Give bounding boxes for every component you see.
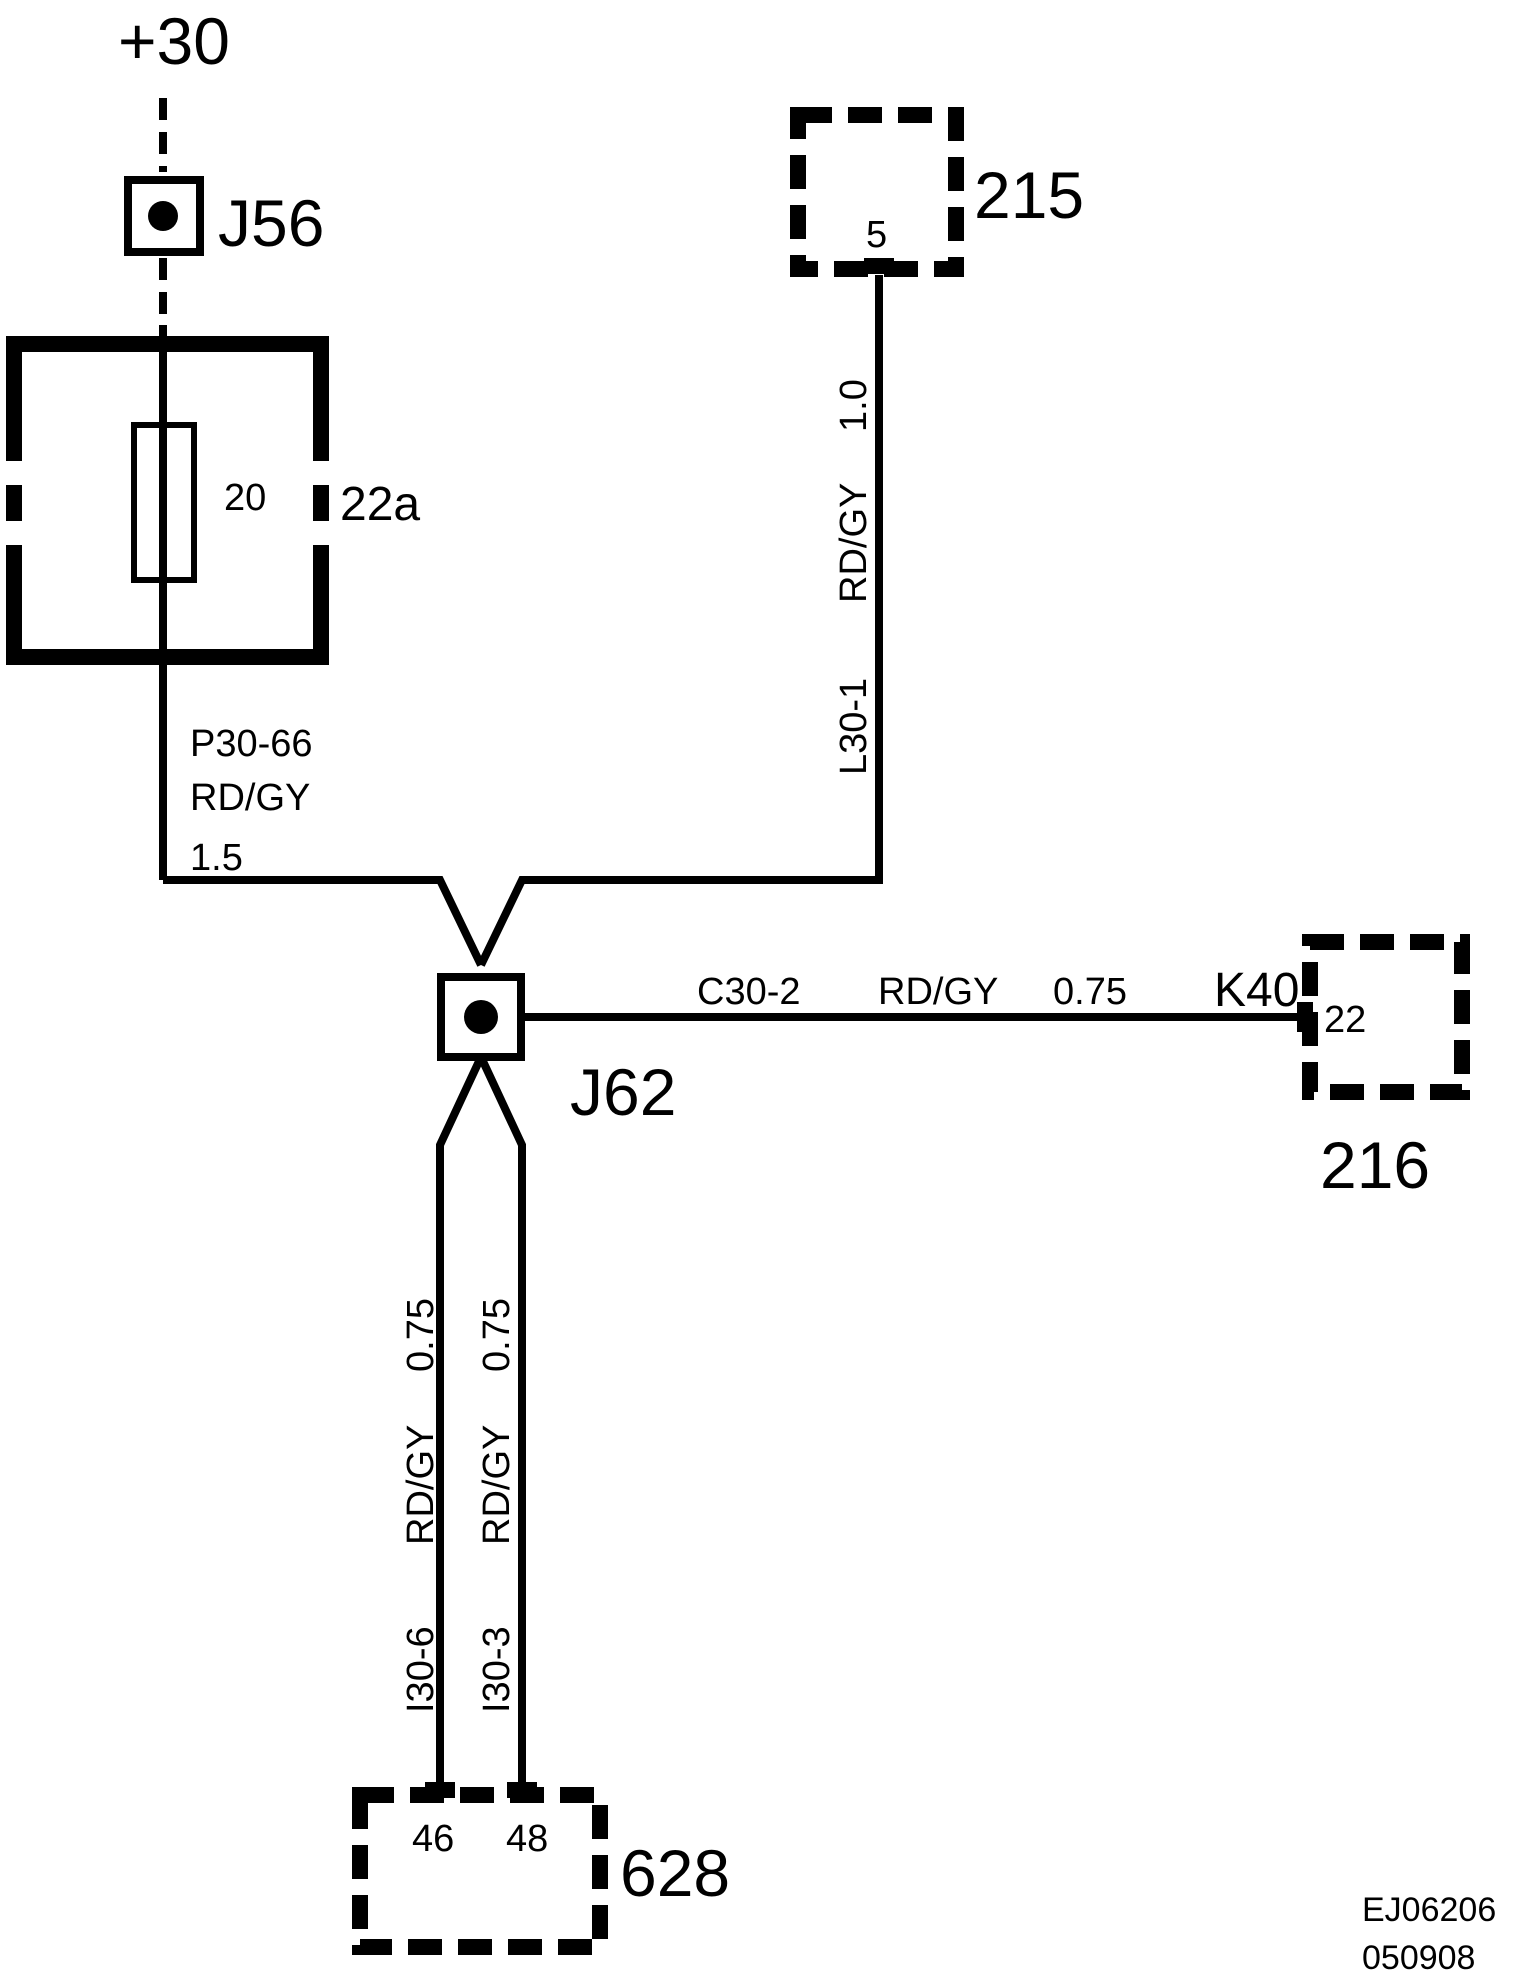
wire-i30-3 <box>477 1055 526 1790</box>
connector-628-pin-mark-46 <box>425 1782 455 1798</box>
connector-215-pin: 5 <box>866 214 887 256</box>
wire-l30-1 <box>477 275 883 967</box>
wire-i30-6-size: 0.75 <box>400 1298 442 1372</box>
connector-628-label: 628 <box>620 1836 730 1910</box>
wire-l30-1-color: RD/GY <box>833 483 875 603</box>
wire-p30-66-color: RD/GY <box>190 777 310 819</box>
wire-i30-6 <box>436 1055 485 1790</box>
j56-junction-dot <box>148 201 178 231</box>
wire-c30-2-size: 0.75 <box>1053 971 1127 1013</box>
fuse-label: 22a <box>340 478 420 531</box>
wire-c30-2-color: RD/GY <box>878 971 998 1013</box>
wire-i30-3-id: I30-3 <box>476 1626 518 1713</box>
doc-date: 050908 <box>1362 1939 1475 1977</box>
connector-216-pin: 22 <box>1324 999 1366 1041</box>
fuse-box-22a <box>6 336 329 665</box>
j56-junction-box <box>124 176 204 256</box>
wire-l30-1-size: 1.0 <box>833 379 875 432</box>
doc-code: EJ06206 <box>1362 1891 1496 1929</box>
connector-628-box <box>352 1787 608 1955</box>
j62-label: J62 <box>570 1055 676 1129</box>
supply-label: +30 <box>118 4 230 78</box>
wire-i30-3-color: RD/GY <box>476 1425 518 1545</box>
connector-216-pin-mark <box>1297 1002 1313 1032</box>
wire-p30-66-to-j62 <box>163 876 485 967</box>
connector-216-label: 216 <box>1320 1128 1430 1202</box>
wire-p30-66-id: P30-66 <box>190 723 313 765</box>
wire-i30-3-size: 0.75 <box>476 1298 518 1372</box>
connector-216-pin-prefix: K40 <box>1214 964 1299 1017</box>
connector-215-box <box>790 107 964 277</box>
connector-628-pin-48: 48 <box>506 1818 548 1860</box>
wire-l30-1-id: L30-1 <box>833 678 875 775</box>
j62-junction-dot <box>464 1000 498 1034</box>
connector-215-pin-mark <box>864 258 894 274</box>
connector-628-pin-46: 46 <box>412 1818 454 1860</box>
wire-i30-6-color: RD/GY <box>400 1425 442 1545</box>
connector-628-pin-mark-48 <box>507 1782 537 1798</box>
wire-p30-66-size: 1.5 <box>190 837 243 879</box>
j56-label: J56 <box>218 186 324 260</box>
fuse-rating: 20 <box>224 477 266 519</box>
connector-215-label: 215 <box>974 158 1084 232</box>
wire-c30-2-id: C30-2 <box>697 971 801 1013</box>
wire-i30-6-id: I30-6 <box>400 1626 442 1713</box>
